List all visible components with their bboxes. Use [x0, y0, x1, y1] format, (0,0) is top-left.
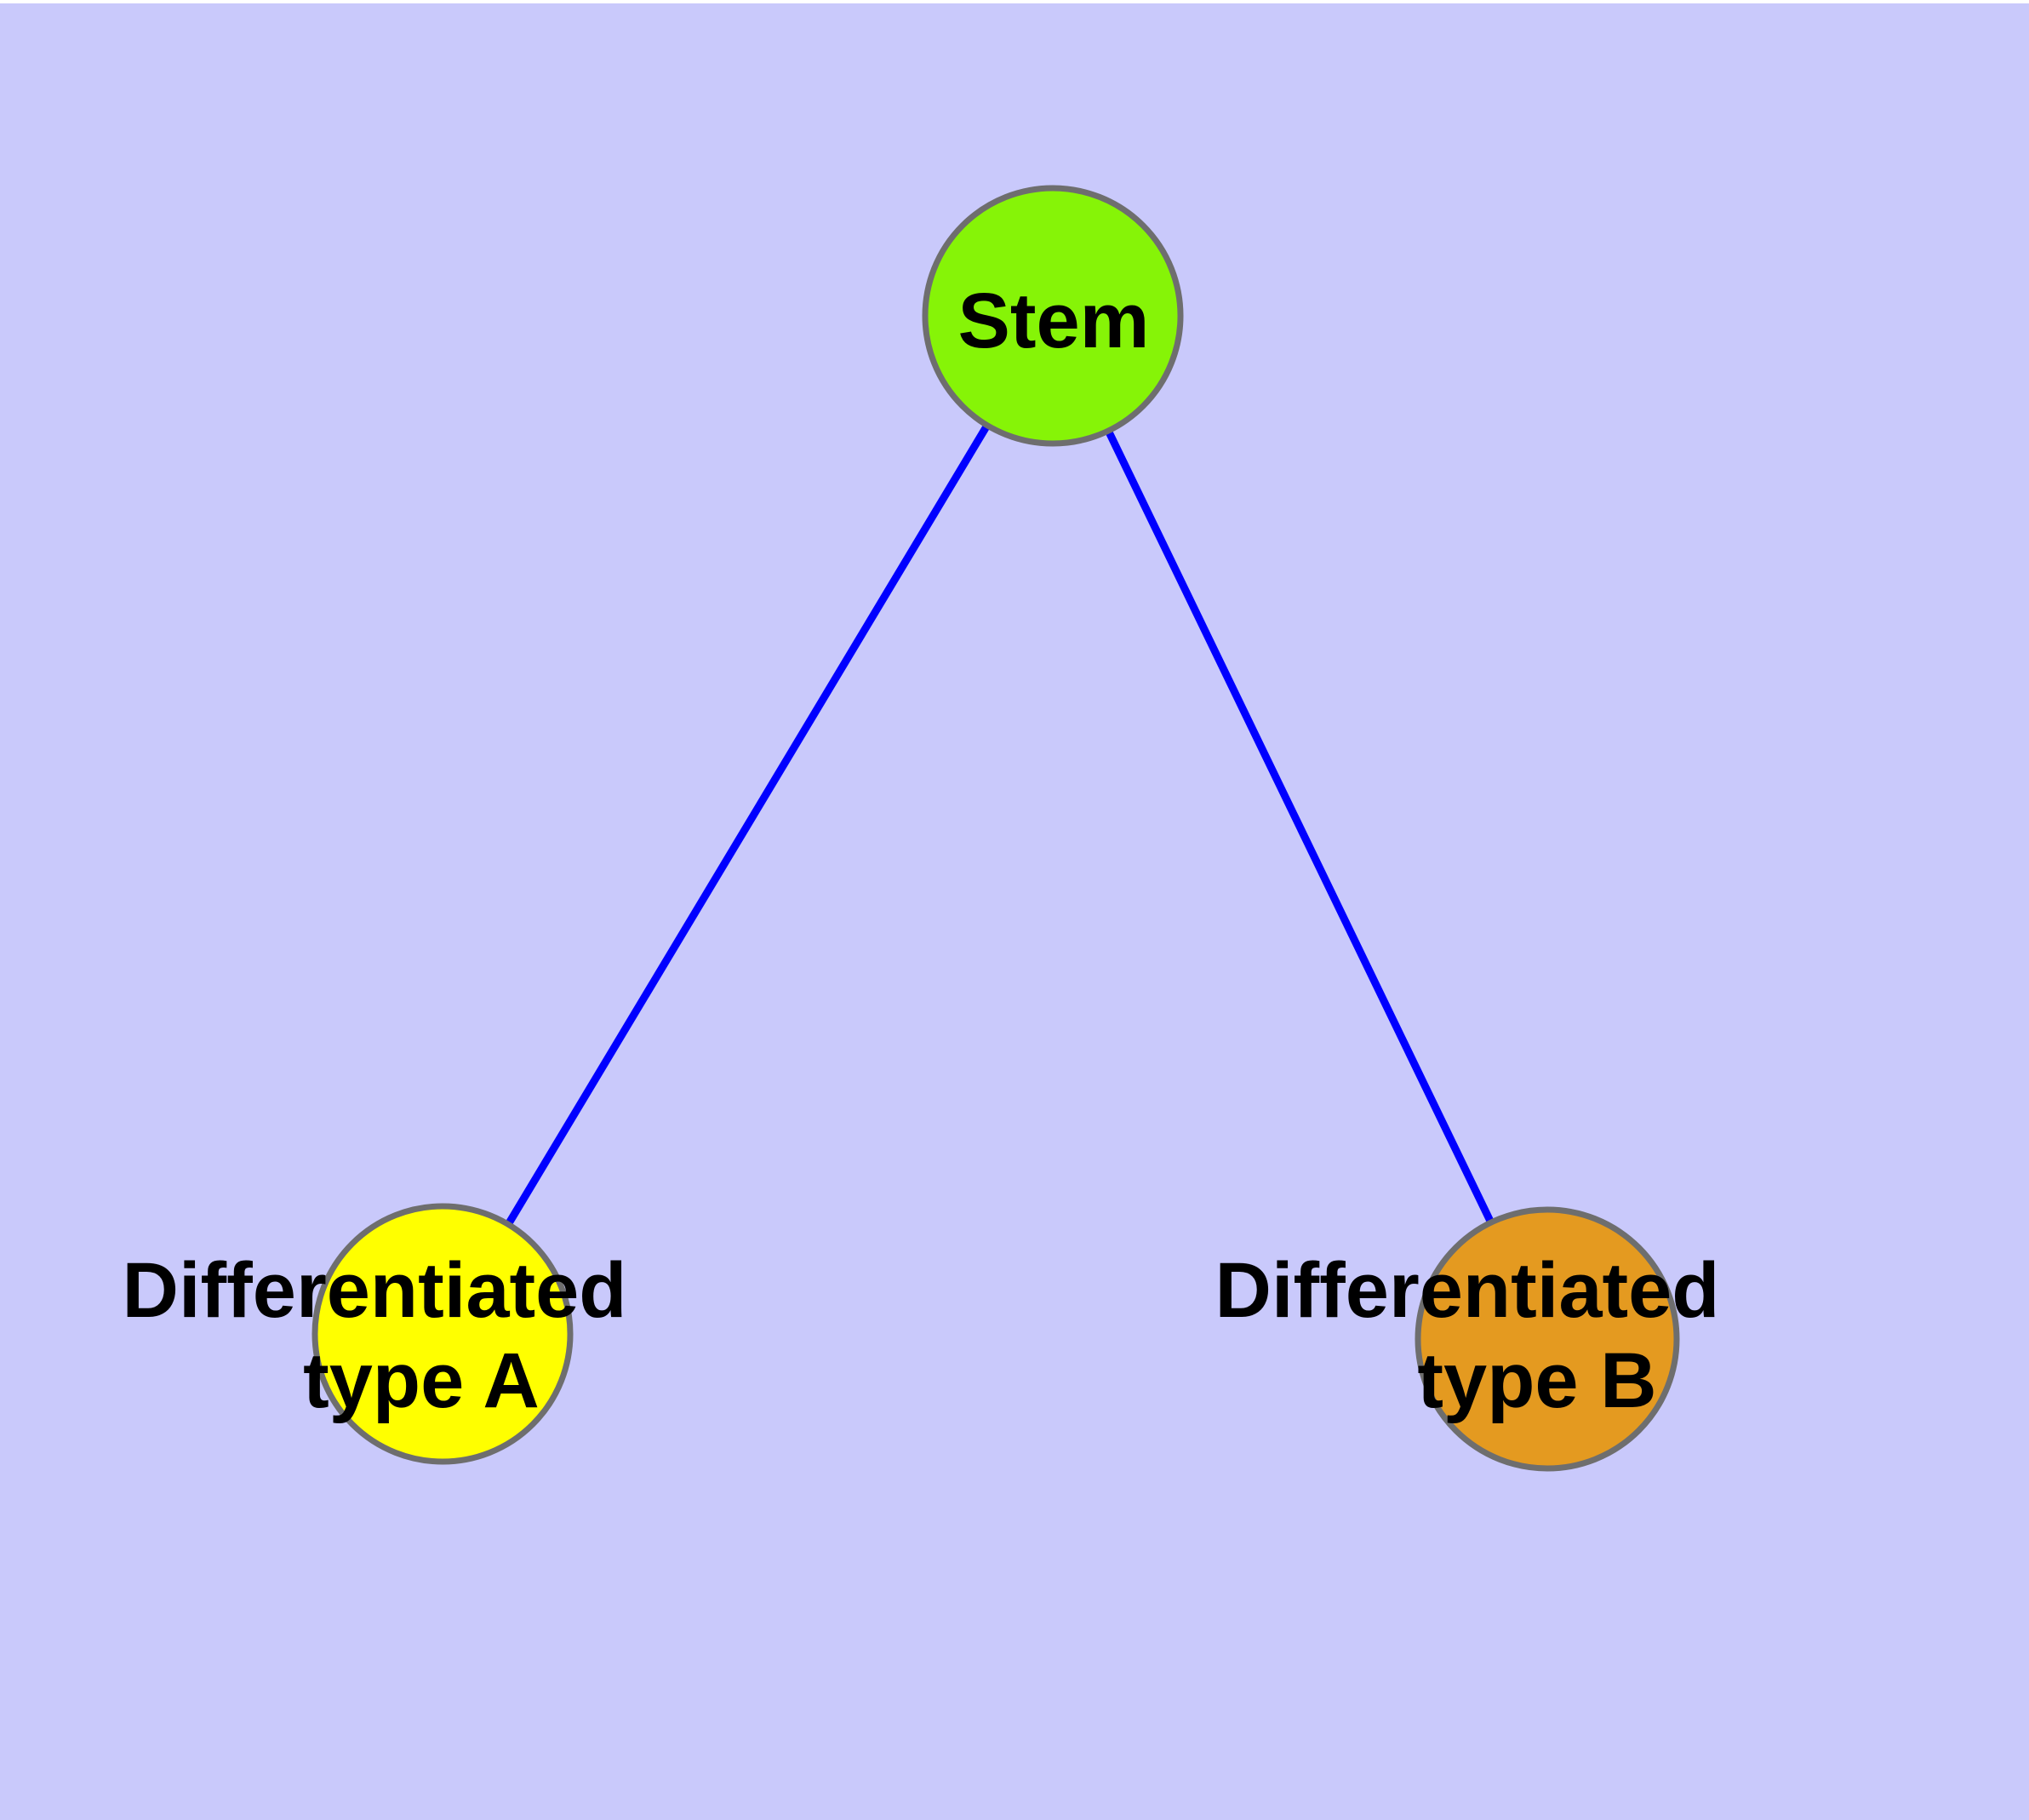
node-label-type-a-line2: type A: [303, 1337, 540, 1424]
node-labels-group: Stem Differentiated type A Differentiate…: [123, 278, 1720, 1424]
edge-stem-to-type-b[interactable]: [1049, 314, 1552, 1341]
node-circle-type-b[interactable]: [1415, 1206, 1680, 1472]
node-label-stem: Stem: [958, 278, 1150, 364]
node-differentiated-type-a[interactable]: [311, 1203, 574, 1465]
node-label-type-b-line1: Differentiated: [1215, 1247, 1720, 1334]
node-stem[interactable]: [922, 185, 1184, 447]
edges-group: [439, 313, 1552, 1341]
node-circle-stem[interactable]: [922, 185, 1184, 447]
node-label-type-a-line1: Differentiated: [123, 1247, 627, 1334]
node-label-type-b-line2: type B: [1417, 1337, 1656, 1424]
node-differentiated-type-b[interactable]: [1415, 1206, 1680, 1472]
edge-stem-to-type-a[interactable]: [439, 313, 1056, 1336]
node-circle-type-a[interactable]: [311, 1203, 574, 1465]
